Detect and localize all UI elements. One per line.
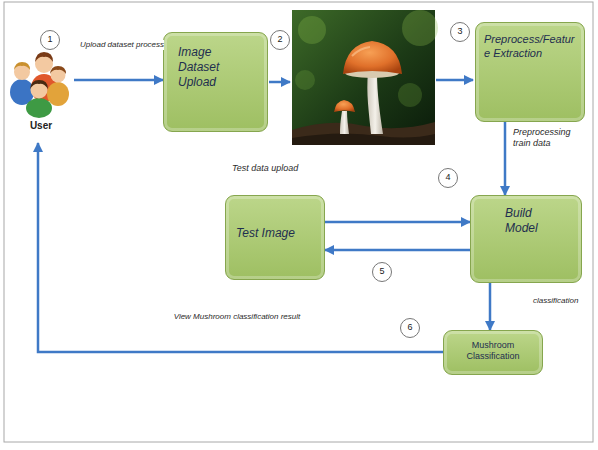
user-actor: User: [8, 48, 74, 143]
note-label: Test data upload: [232, 163, 298, 174]
callout-number: 3: [450, 22, 470, 42]
user-icon: [8, 48, 70, 118]
box-text: Mushroom Classification: [450, 340, 536, 363]
frame: [4, 2, 593, 442]
box-text: Preprocess/Feature Extraction: [484, 33, 578, 61]
box-text: Test Image: [236, 226, 316, 241]
flow-arrow: [74, 79, 163, 82]
flow-arrow: [436, 79, 473, 82]
flow-arrow: [38, 143, 443, 352]
edge-label: Upload dataset process: [80, 40, 164, 50]
process-box: Test Image: [225, 195, 325, 280]
edge-label: Preprocessing train data: [513, 127, 585, 149]
flow-arrow: [269, 81, 290, 84]
callout-number: 6: [400, 318, 420, 338]
process-box: Build Model: [470, 195, 582, 283]
process-box: Image Dataset Upload: [163, 32, 268, 132]
flow-arrow: [504, 122, 507, 195]
flow-arrow: [325, 221, 470, 224]
edge-label: View Mushroom classification result: [172, 312, 302, 322]
process-box: Preprocess/Feature Extraction: [475, 22, 585, 122]
flow-arrow: [325, 249, 470, 252]
callout-number: 1: [40, 30, 60, 50]
box-text: Image Dataset Upload: [178, 45, 242, 90]
callout-number: 2: [270, 30, 290, 50]
callout-number: 5: [372, 262, 392, 282]
callout-number: 4: [438, 168, 458, 188]
mushroom-photo: [292, 10, 438, 145]
box-text: Build Model: [505, 206, 565, 236]
actor-name: User: [8, 120, 74, 133]
process-box: Mushroom Classification: [443, 330, 543, 375]
edge-label: classification: [533, 296, 578, 306]
flow-arrow: [489, 283, 492, 330]
